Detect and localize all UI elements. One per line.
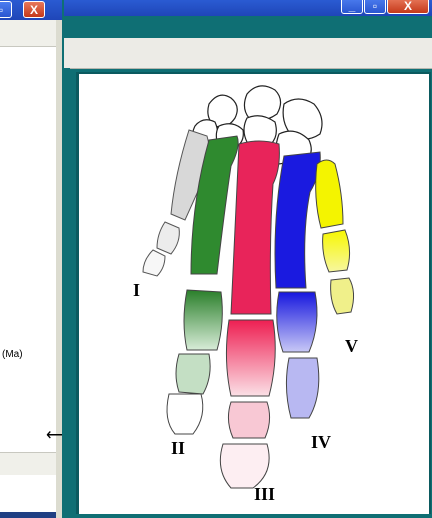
left-window-border[interactable]: [56, 20, 62, 518]
left-client-area: (Ma): [0, 20, 56, 512]
digit-label-v: V: [345, 336, 358, 356]
maximize-button[interactable]: ▫: [364, 0, 386, 14]
restore-button[interactable]: ▫: [0, 1, 12, 18]
left-toolbar: [0, 20, 56, 47]
digit-iv-bones: [274, 151, 321, 419]
main-close-button[interactable]: X: [387, 0, 429, 14]
digit-v-bones: [315, 159, 355, 315]
digit-label-i: I: [133, 280, 141, 300]
digit-label-ii: II: [171, 438, 186, 458]
left-status-strip: [0, 452, 56, 475]
main-window-edge: [62, 68, 70, 518]
close-button[interactable]: X: [23, 1, 45, 18]
digit-iii-bones: [219, 140, 280, 489]
left-sidebar-text: (Ma): [2, 349, 23, 360]
digit-i-bones: [142, 129, 210, 277]
main-titlebar: _ ▫ X: [64, 0, 432, 16]
minimize-button[interactable]: _: [341, 0, 363, 14]
digit-label-iii: III: [254, 484, 276, 504]
main-toolbar: [64, 38, 432, 69]
left-titlebar: ▫ X: [0, 0, 62, 20]
digit-ii-bones: [166, 135, 239, 435]
document-view: I II III IV V: [76, 72, 431, 514]
left-window: ▫ X (Ma): [0, 0, 62, 518]
digit-label-iv: IV: [311, 432, 332, 452]
main-window-frame: [64, 16, 432, 38]
hand-bones-figure: [142, 85, 355, 489]
